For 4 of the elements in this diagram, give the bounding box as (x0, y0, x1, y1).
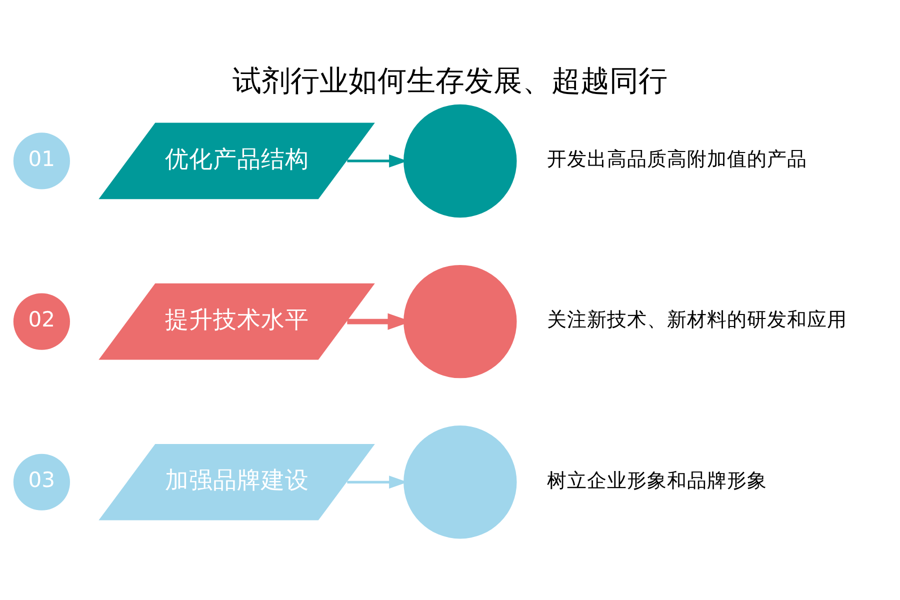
node-label: 关注新技术、新材料的研发和应用 (547, 308, 848, 331)
node-label: 树立企业形象和品牌形象 (547, 468, 768, 492)
node-label: 开发出高品质高附加值的产品 (547, 147, 808, 170)
diagram-title: 试剂行业如何生存发展、超越同行 (232, 63, 668, 98)
